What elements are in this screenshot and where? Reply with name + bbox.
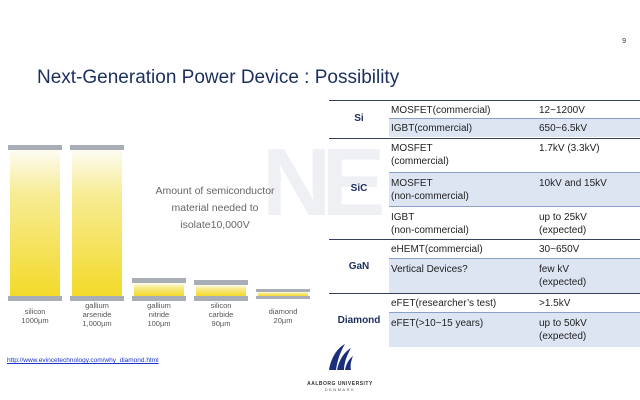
- bar-gallium-nitride: [132, 278, 186, 301]
- table-row: IGBT(non-commercial) up to 25kV(expected…: [391, 212, 587, 236]
- table-row: eFET(>10~15 years) up to 50kV(expected): [389, 313, 640, 347]
- table-row: IGBT(commercial) 650~6.5kV: [389, 119, 640, 137]
- university-seal-icon: [329, 344, 353, 370]
- university-country: DENMARK: [324, 387, 356, 392]
- table-row: eFET(researcher’s test) >1.5kV: [391, 298, 571, 309]
- table-row: MOSFET(non-commercial) 10kV and 15kV: [389, 173, 640, 206]
- category-gan: GaN: [348, 261, 370, 272]
- source-link[interactable]: http://www.evincetechnology.com/why_diam…: [7, 357, 159, 364]
- university-name: AALBORG UNIVERSITY: [307, 381, 373, 387]
- bar-gallium-arsenide: [70, 145, 124, 301]
- table-row: MOSFET(commercial) 12~1200V: [391, 105, 585, 116]
- category-si: Si: [354, 113, 364, 124]
- table-row: MOSFET(commercial) 1.7kV (3.3kV): [391, 143, 600, 167]
- slide-title: Next-Generation Power Device : Possibili…: [37, 67, 400, 88]
- bar-silicon-carbide: [194, 280, 248, 301]
- bar-diamond: [256, 289, 310, 299]
- category-diamond: Diamond: [337, 315, 381, 326]
- bar-silicon: [8, 145, 62, 301]
- table-row: Vertical Devices? few kV(expected): [389, 259, 640, 293]
- university-logo: AALBORG UNIVERSITY DENMARK: [300, 340, 380, 392]
- watermark-logo: NE: [262, 129, 385, 236]
- table-row: eHEMT(commercial) 30~650V: [391, 244, 580, 255]
- category-sic: SiC: [350, 183, 368, 194]
- slide-number: 9: [622, 38, 626, 45]
